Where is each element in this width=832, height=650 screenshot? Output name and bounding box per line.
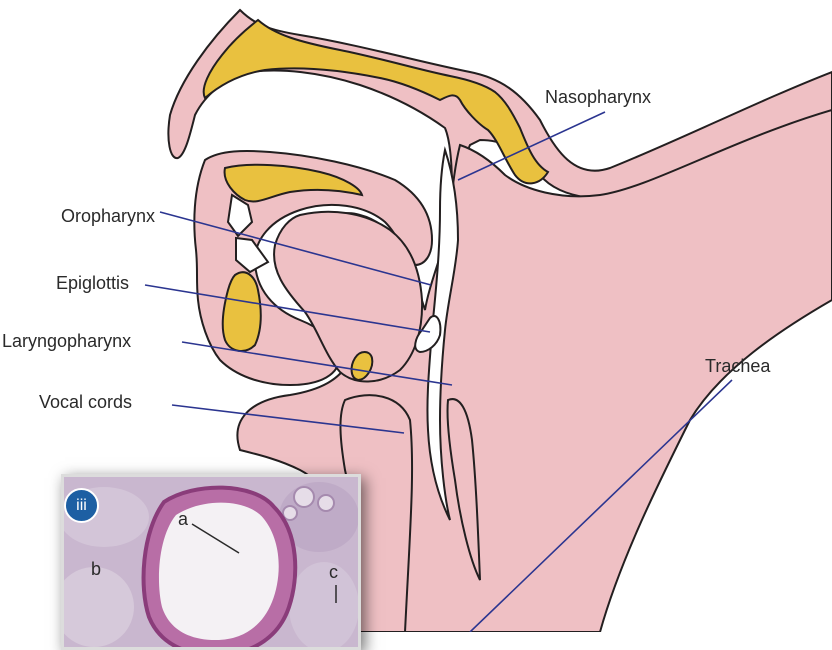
label-laryngopharynx: Laryngopharynx bbox=[2, 332, 131, 350]
label-oropharynx: Oropharynx bbox=[61, 207, 155, 225]
label-vocal-cords: Vocal cords bbox=[39, 393, 132, 411]
label-epiglottis: Epiglottis bbox=[56, 274, 129, 292]
pharynx-diagram: Nasopharynx Oropharynx Epiglottis Laryng… bbox=[0, 0, 832, 632]
trachea-lumen bbox=[159, 503, 279, 640]
inset-badge: iii bbox=[64, 488, 99, 523]
inset-label-a: a bbox=[178, 510, 188, 528]
label-nasopharynx: Nasopharynx bbox=[545, 88, 651, 106]
inset-label-b: b bbox=[91, 560, 101, 578]
label-trachea: Trachea bbox=[705, 357, 770, 375]
histology-inset: iii a b c bbox=[61, 474, 361, 650]
histology-micrograph bbox=[64, 477, 358, 647]
inset-label-c: c bbox=[329, 563, 338, 581]
